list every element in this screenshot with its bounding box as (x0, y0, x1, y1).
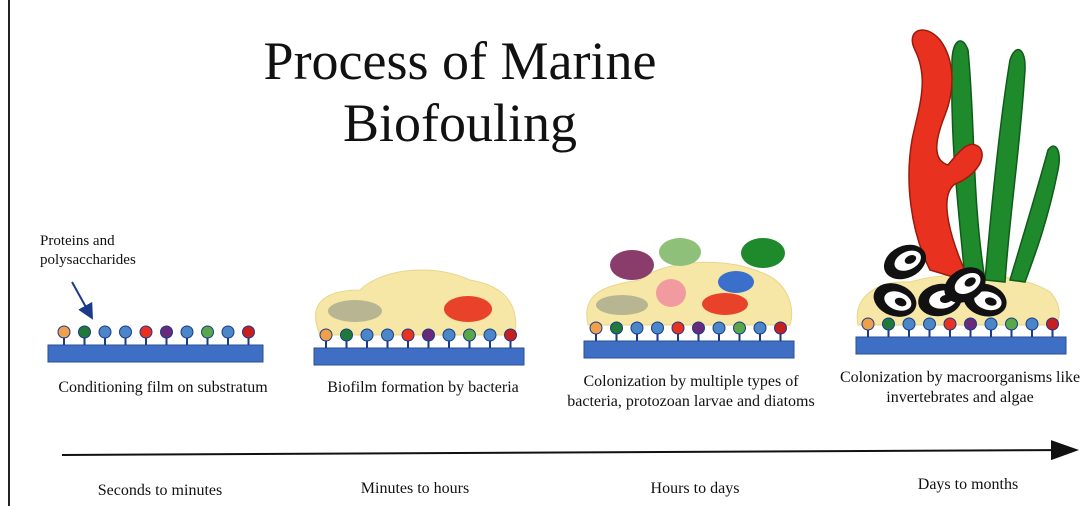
molecule-head (590, 322, 602, 334)
timeline-arrow (62, 450, 1075, 455)
stage-3-time: Hours to days (605, 480, 785, 498)
molecule-row (58, 326, 255, 345)
molecule-head (734, 322, 746, 334)
molecule-head (652, 322, 664, 334)
molecule-head (903, 318, 915, 330)
molecule-head (320, 329, 332, 341)
larva-cell (656, 279, 686, 307)
annotation-arrow (72, 282, 92, 318)
molecule-head (965, 318, 977, 330)
molecule-head (754, 322, 766, 334)
molecule-head (505, 329, 517, 341)
bacterium-cell (718, 271, 754, 293)
molecule-head (120, 326, 132, 338)
diatom-cell (659, 238, 701, 266)
molecule-head (161, 326, 173, 338)
molecule-head (713, 322, 725, 334)
stage-3-graphic (584, 238, 794, 358)
substrate-bar (314, 348, 524, 365)
molecule-head (222, 326, 234, 338)
stage-1-description: Conditioning film on substratum (58, 378, 268, 398)
stage-4-description: Colonization by macroorganisms like inve… (838, 368, 1082, 408)
substrate-bar (48, 345, 263, 362)
molecule-head (484, 329, 496, 341)
molecule-head (99, 326, 111, 338)
stage-1-graphic (48, 282, 263, 362)
molecule-head (423, 329, 435, 341)
molecule-head (402, 329, 414, 341)
molecule-head (464, 329, 476, 341)
molecule-head (341, 329, 353, 341)
molecule-head (1006, 318, 1018, 330)
stage-2-description: Biofilm formation by bacteria (318, 378, 528, 398)
molecule-head (382, 329, 394, 341)
molecule-head (631, 322, 643, 334)
molecule-head (693, 322, 705, 334)
stage-4-time: Days to months (878, 476, 1058, 494)
bacterium-cell (444, 296, 492, 322)
molecule-head (611, 322, 623, 334)
molecule-head (775, 322, 787, 334)
protozoan-cell (610, 250, 654, 280)
molecule-head (443, 329, 455, 341)
stage-2-graphic (314, 270, 524, 365)
substrate-bar (584, 341, 794, 358)
molecule-head (862, 318, 874, 330)
bacterium-cell (596, 295, 648, 315)
molecule-head (672, 322, 684, 334)
stage-4-graphic (856, 30, 1066, 354)
proteins-annotation: Proteins and polysaccharides (40, 232, 170, 270)
molecule-head (140, 326, 152, 338)
stage-1-time: Seconds to minutes (70, 482, 250, 500)
molecule-head (361, 329, 373, 341)
molecule-head (1047, 318, 1059, 330)
molecule-head (243, 326, 255, 338)
molecule-head (181, 326, 193, 338)
molecule-head (944, 318, 956, 330)
bacterium-cell (328, 300, 382, 322)
molecule-head (202, 326, 214, 338)
stage-3-description: Colonization by multiple types of bacter… (566, 372, 816, 412)
molecule-head (1026, 318, 1038, 330)
molecule-head (79, 326, 91, 338)
molecule-head (883, 318, 895, 330)
bacterium-cell (702, 293, 748, 315)
molecule-head (58, 326, 70, 338)
diatom-cell (741, 238, 785, 268)
stage-2-time: Minutes to hours (325, 480, 505, 498)
green-algae (1010, 146, 1059, 282)
substrate-bar (856, 337, 1066, 354)
molecule-head (924, 318, 936, 330)
molecule-head (985, 318, 997, 330)
